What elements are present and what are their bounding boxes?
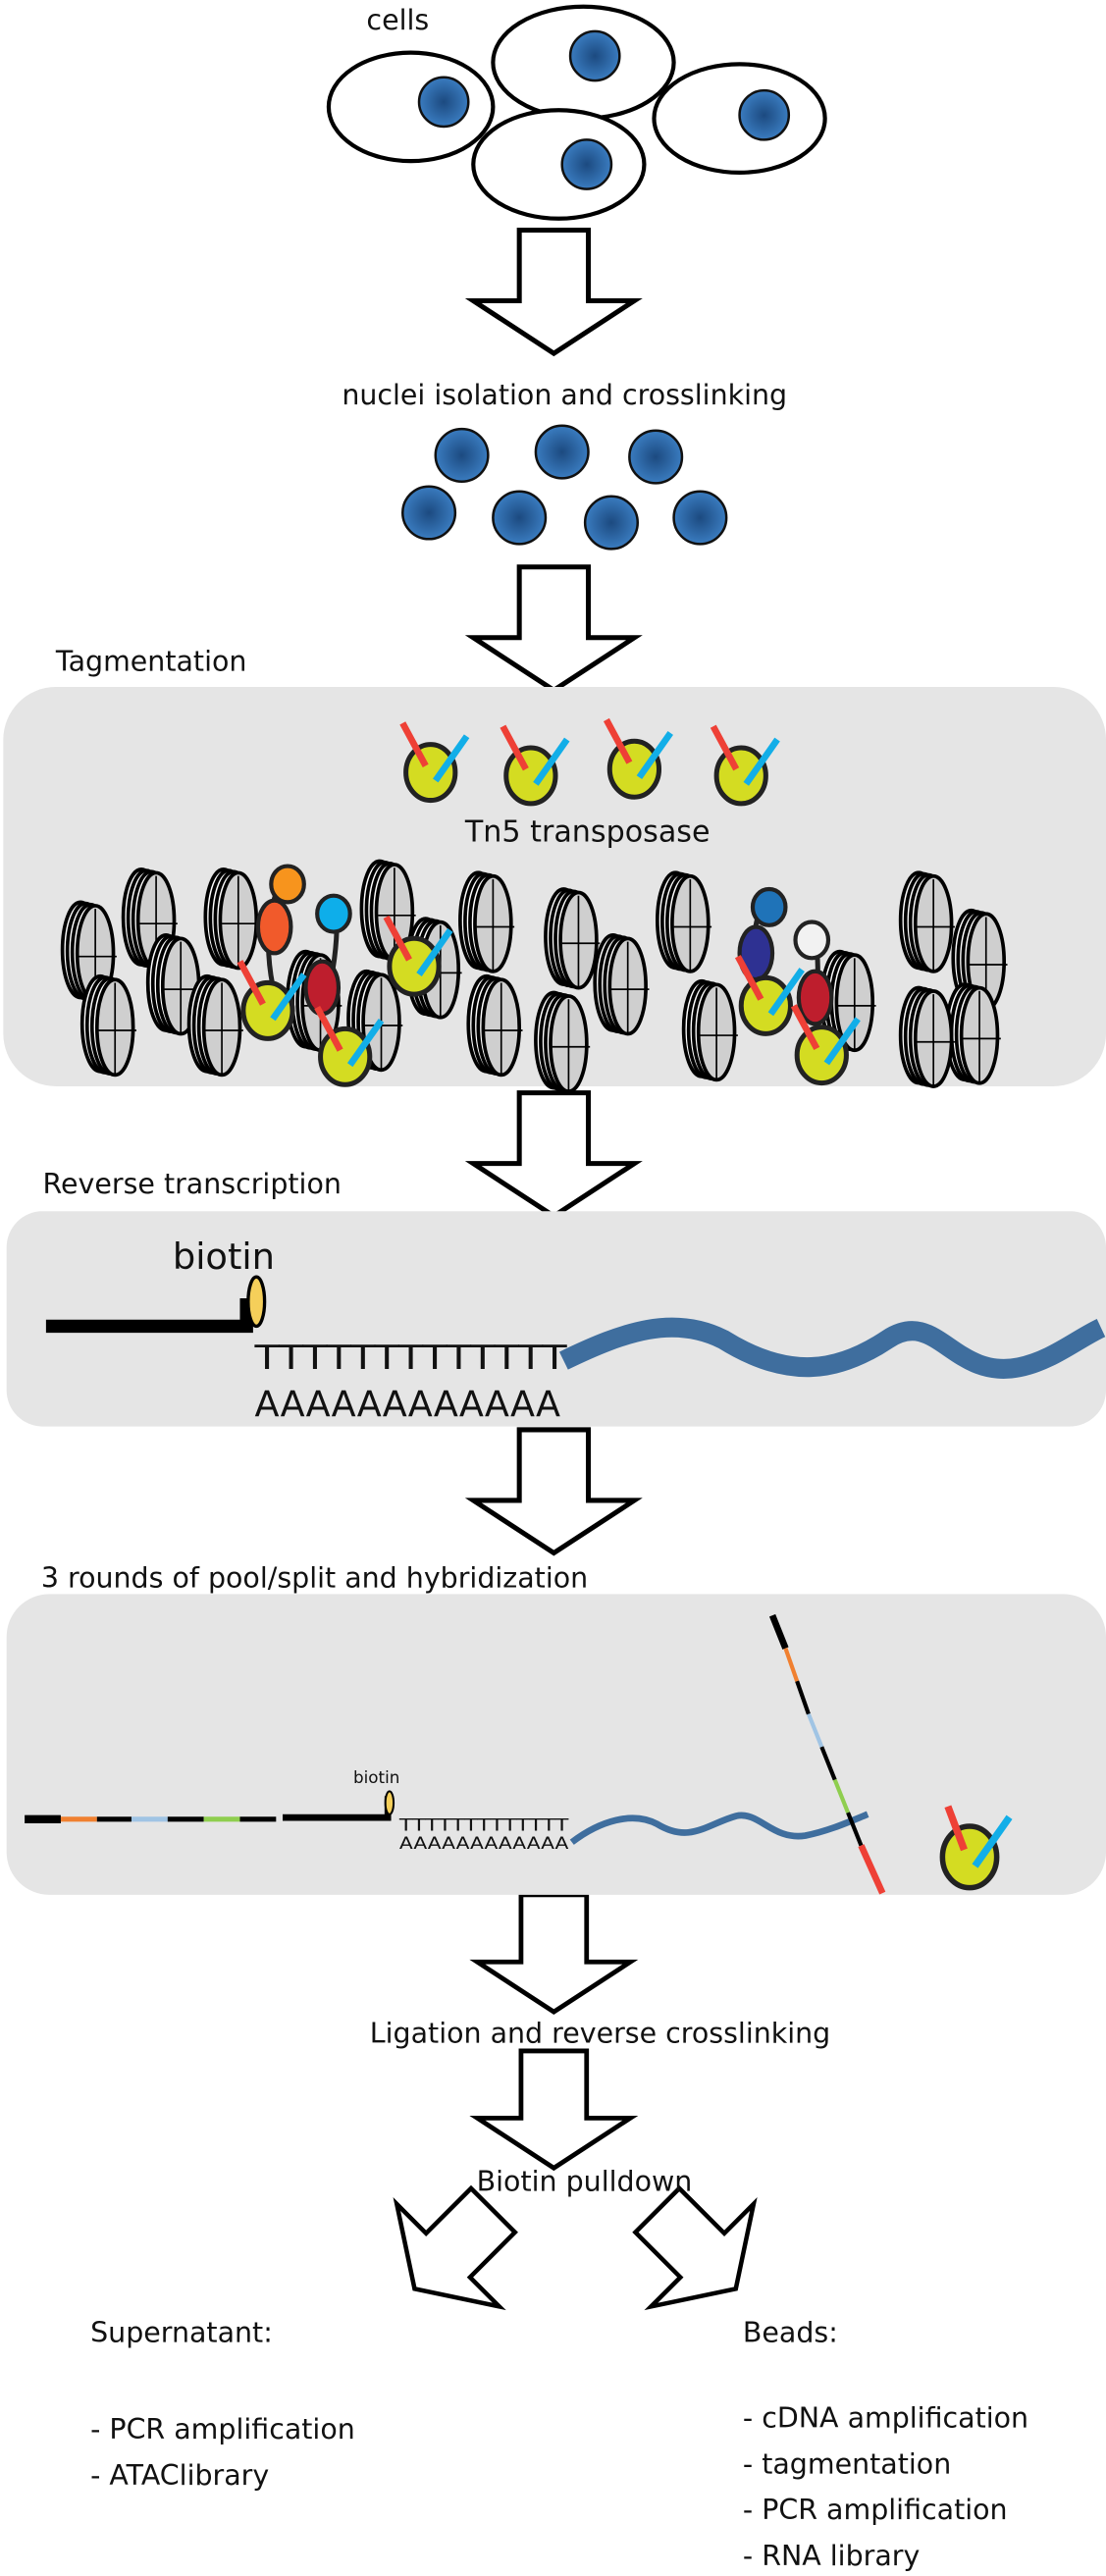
beads-item: - RNA library [743,2540,920,2572]
nucleosome-icon [534,990,591,1093]
supernatant-title: Supernatant: [90,2316,273,2348]
supernatant-section: Supernatant: - PCR amplification - ATACl… [90,2316,355,2492]
nucleosome-icon [655,870,712,973]
nucleosome-icon [898,985,955,1088]
tn5-transposase-icon [399,721,470,804]
arrows [393,227,758,2311]
nucleus [672,490,728,546]
nucleosome-icon [186,973,243,1078]
cells-label: cells [366,4,429,36]
protein-icon [303,959,342,1017]
beads-section: Beads: - cDNA amplification - tagmentati… [743,2316,1028,2572]
ligation-label: Ligation and reverse crosslinking [370,2018,830,2050]
biotin-icon [246,1275,267,1329]
protein-icon [796,969,834,1026]
barcoded-adapter [768,1613,1013,1895]
nucleosome-icon [203,867,260,971]
protein-icon [793,920,831,961]
down-arrow-icon [464,1090,643,1220]
nucleus [568,29,621,82]
biotin-label-small: biotin [353,1767,399,1787]
nucleosome-icon [544,887,601,990]
cell [471,108,647,221]
cells-group: cells [326,4,827,221]
tn5-transposase-icon [237,960,307,1041]
down-arrow-icon [469,2048,639,2172]
protein-icon [269,864,306,905]
nucleus [628,429,684,485]
nucleus [434,427,490,483]
rna-strand [558,1317,1106,1379]
nucleosome-icon [593,933,650,1036]
tn5-transposase-icon [939,1805,1013,1891]
down-arrow-icon [464,227,643,357]
poly-t-small: TTTTTTTTTTTTT [398,1815,570,1835]
tn5-complexes [237,717,861,1087]
beads-item: - cDNA amplification [743,2401,1028,2434]
reverse-transcription-label: Reverse transcription [43,1168,342,1200]
pulldown-label: Biotin pulldown [477,2165,693,2197]
nucleus [492,490,548,546]
tn5-transposase-icon [790,1004,861,1086]
biotin-icon [384,1790,395,1815]
nucleosome-icon [898,870,955,973]
hybridization-label: 3 rounds of pool/split and hybridization [41,1562,588,1595]
tn5-transposase-icon [734,955,805,1036]
cell [326,50,496,164]
tn5-transposase-icon [603,717,673,800]
beads-title: Beads: [743,2316,838,2348]
tn5-label: Tn5 transposase [464,815,711,849]
chromatin [60,859,1008,1093]
tn5-transposase-icon [500,724,570,807]
rna-strand-small [569,1811,869,1845]
nucleus [560,138,613,190]
supernatant-item: - ATAClibrary [90,2459,269,2492]
hybridization-panel [6,1594,1106,1895]
poly-a: AAAAAAAAAAAA [255,1384,560,1426]
down-arrow-icon [632,2184,758,2311]
tn5-transposase-icon [383,915,453,997]
nuclei-isolation-label: nuclei isolation and crosslinking [342,379,787,411]
tagmentation-label: Tagmentation [55,645,247,677]
protein-icon [255,898,293,956]
down-arrow-icon [469,1892,639,2016]
beads-item: - tagmentation [743,2447,951,2480]
nucleosome-icon [681,978,738,1082]
beads-item: - PCR amplification [743,2494,1008,2526]
protein-icon [315,893,352,934]
nucleus [534,424,590,480]
down-arrow-icon [393,2184,518,2311]
nucleosome-icon [944,982,1001,1085]
rt-primer: biotin TTTTTTTTTTTTT AAAAAAAAAAAA [45,1235,1106,1426]
nucleosome-icon [79,973,136,1078]
tn5-transposase-icon [314,1005,385,1087]
nucleus [583,495,639,551]
nucleus [401,485,457,541]
cell [652,62,827,175]
down-arrow-icon [464,564,643,694]
poly-a-small: AAAAAAAAAAAA [399,1833,569,1853]
biotin-label: biotin [173,1235,275,1278]
supernatant-item: - PCR amplification [90,2413,355,2445]
down-arrow-icon [464,1427,643,1556]
nucleosome-icon [466,973,523,1078]
tn5-transposase-icon [710,724,780,807]
chromatin-loops [255,864,834,1026]
nucleus [738,88,791,141]
cell [491,4,676,121]
isolated-nuclei [401,424,728,551]
barcoded-cdna: biotin TTTTTTTTTTTTT AAAAAAAAAAAA [25,1767,869,1853]
protein-icon [750,886,788,927]
nucleosome-icon [458,870,515,973]
poly-t: TTTTTTTTTTTTT [253,1339,567,1377]
nucleus [417,76,470,129]
